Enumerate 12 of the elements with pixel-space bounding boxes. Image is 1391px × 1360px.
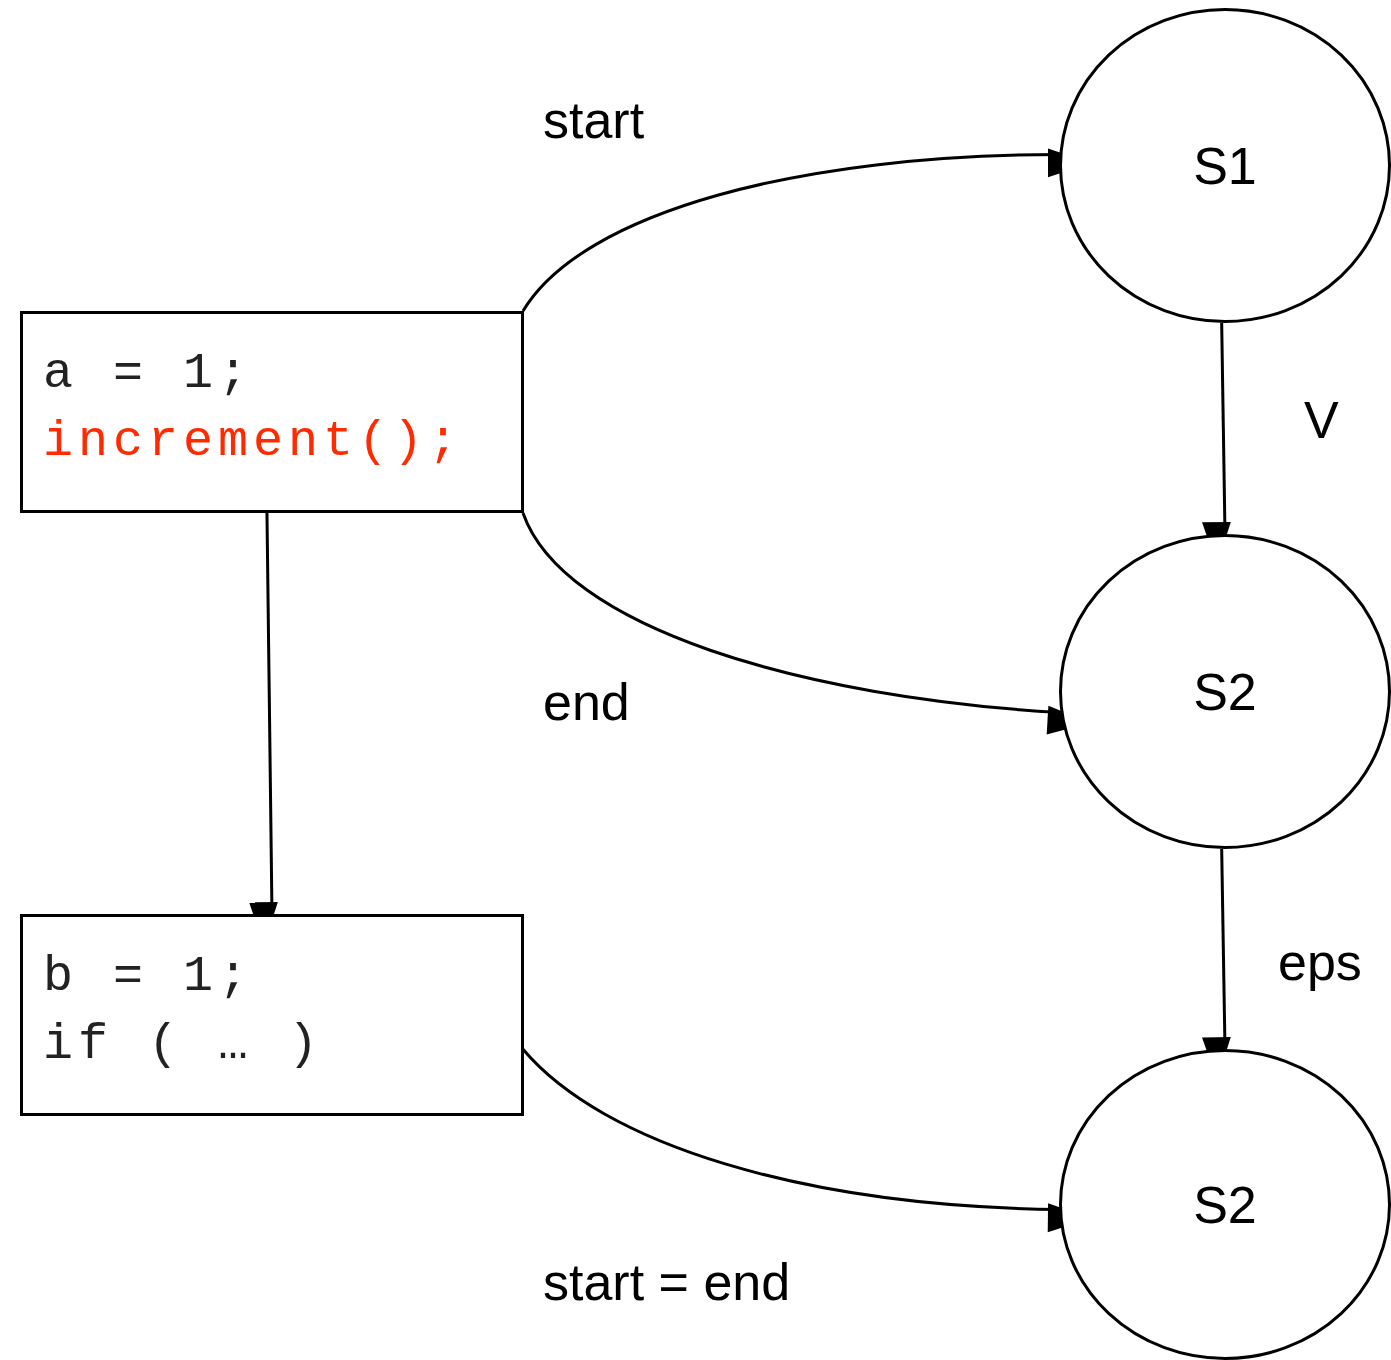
state-circle xyxy=(1059,8,1391,323)
state-circle xyxy=(1059,1049,1391,1360)
state-name: S2 xyxy=(1193,1174,1257,1235)
state-circle xyxy=(1059,534,1391,849)
code-line: if ( … ) xyxy=(43,1015,324,1075)
state-name: S1 xyxy=(1193,135,1257,196)
code-block xyxy=(20,914,524,1116)
state-name: S2 xyxy=(1193,661,1257,722)
code-block xyxy=(20,311,524,513)
code-line: increment(); xyxy=(43,412,464,472)
code-line: a = 1; xyxy=(43,344,254,404)
code-line: b = 1; xyxy=(43,947,254,1007)
